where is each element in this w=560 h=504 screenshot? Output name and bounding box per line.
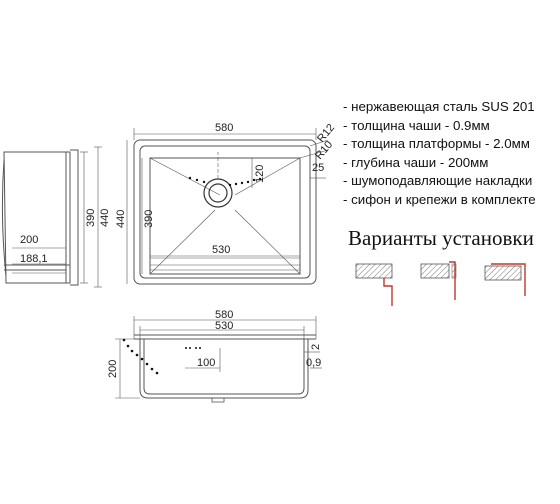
front-dim-09: 0,9	[306, 357, 321, 369]
side-dim-200: 200	[20, 234, 38, 246]
top-dim-120: 120	[254, 165, 266, 183]
top-view	[126, 128, 329, 285]
front-view	[115, 316, 322, 403]
side-dim-188: 188,1	[20, 253, 48, 265]
front-dim-200: 200	[107, 360, 119, 378]
top-dim-390: 390	[143, 210, 155, 228]
spec-item: - шумоподавляющие накладки	[343, 173, 533, 189]
top-dim-440: 440	[115, 210, 127, 228]
install-variants-title: Варианты установки	[348, 226, 534, 250]
top-dim-25: 25	[312, 162, 324, 174]
top-dim-530: 530	[212, 244, 230, 256]
spec-item: - толщина платформы - 2.0мм	[343, 136, 530, 152]
top-dim-580: 580	[215, 122, 233, 134]
front-dim-2: 2	[310, 344, 322, 350]
spec-list: - нержавеющая сталь SUS 201 - толщина ча…	[343, 98, 536, 210]
install-variant-undermount	[355, 263, 393, 306]
front-dim-530: 530	[215, 320, 233, 332]
front-dim-100: 100	[197, 357, 215, 369]
side-view	[1, 146, 102, 288]
front-dim-580: 580	[215, 309, 233, 321]
spec-item: - сифон и крепежи в комплекте	[343, 191, 536, 207]
top-view-dots	[188, 176, 262, 187]
side-dim-390: 390	[85, 209, 97, 227]
spec-item: - толщина чаши - 0.9мм	[343, 117, 490, 133]
spec-item: - глубина чаши - 200мм	[343, 154, 489, 170]
install-variant-flush	[420, 261, 457, 300]
front-view-dots	[122, 338, 201, 375]
spec-item: - нержавеющая сталь SUS 201	[343, 99, 535, 114]
install-variant-overmount	[484, 263, 526, 296]
side-dim-440: 440	[99, 209, 111, 227]
